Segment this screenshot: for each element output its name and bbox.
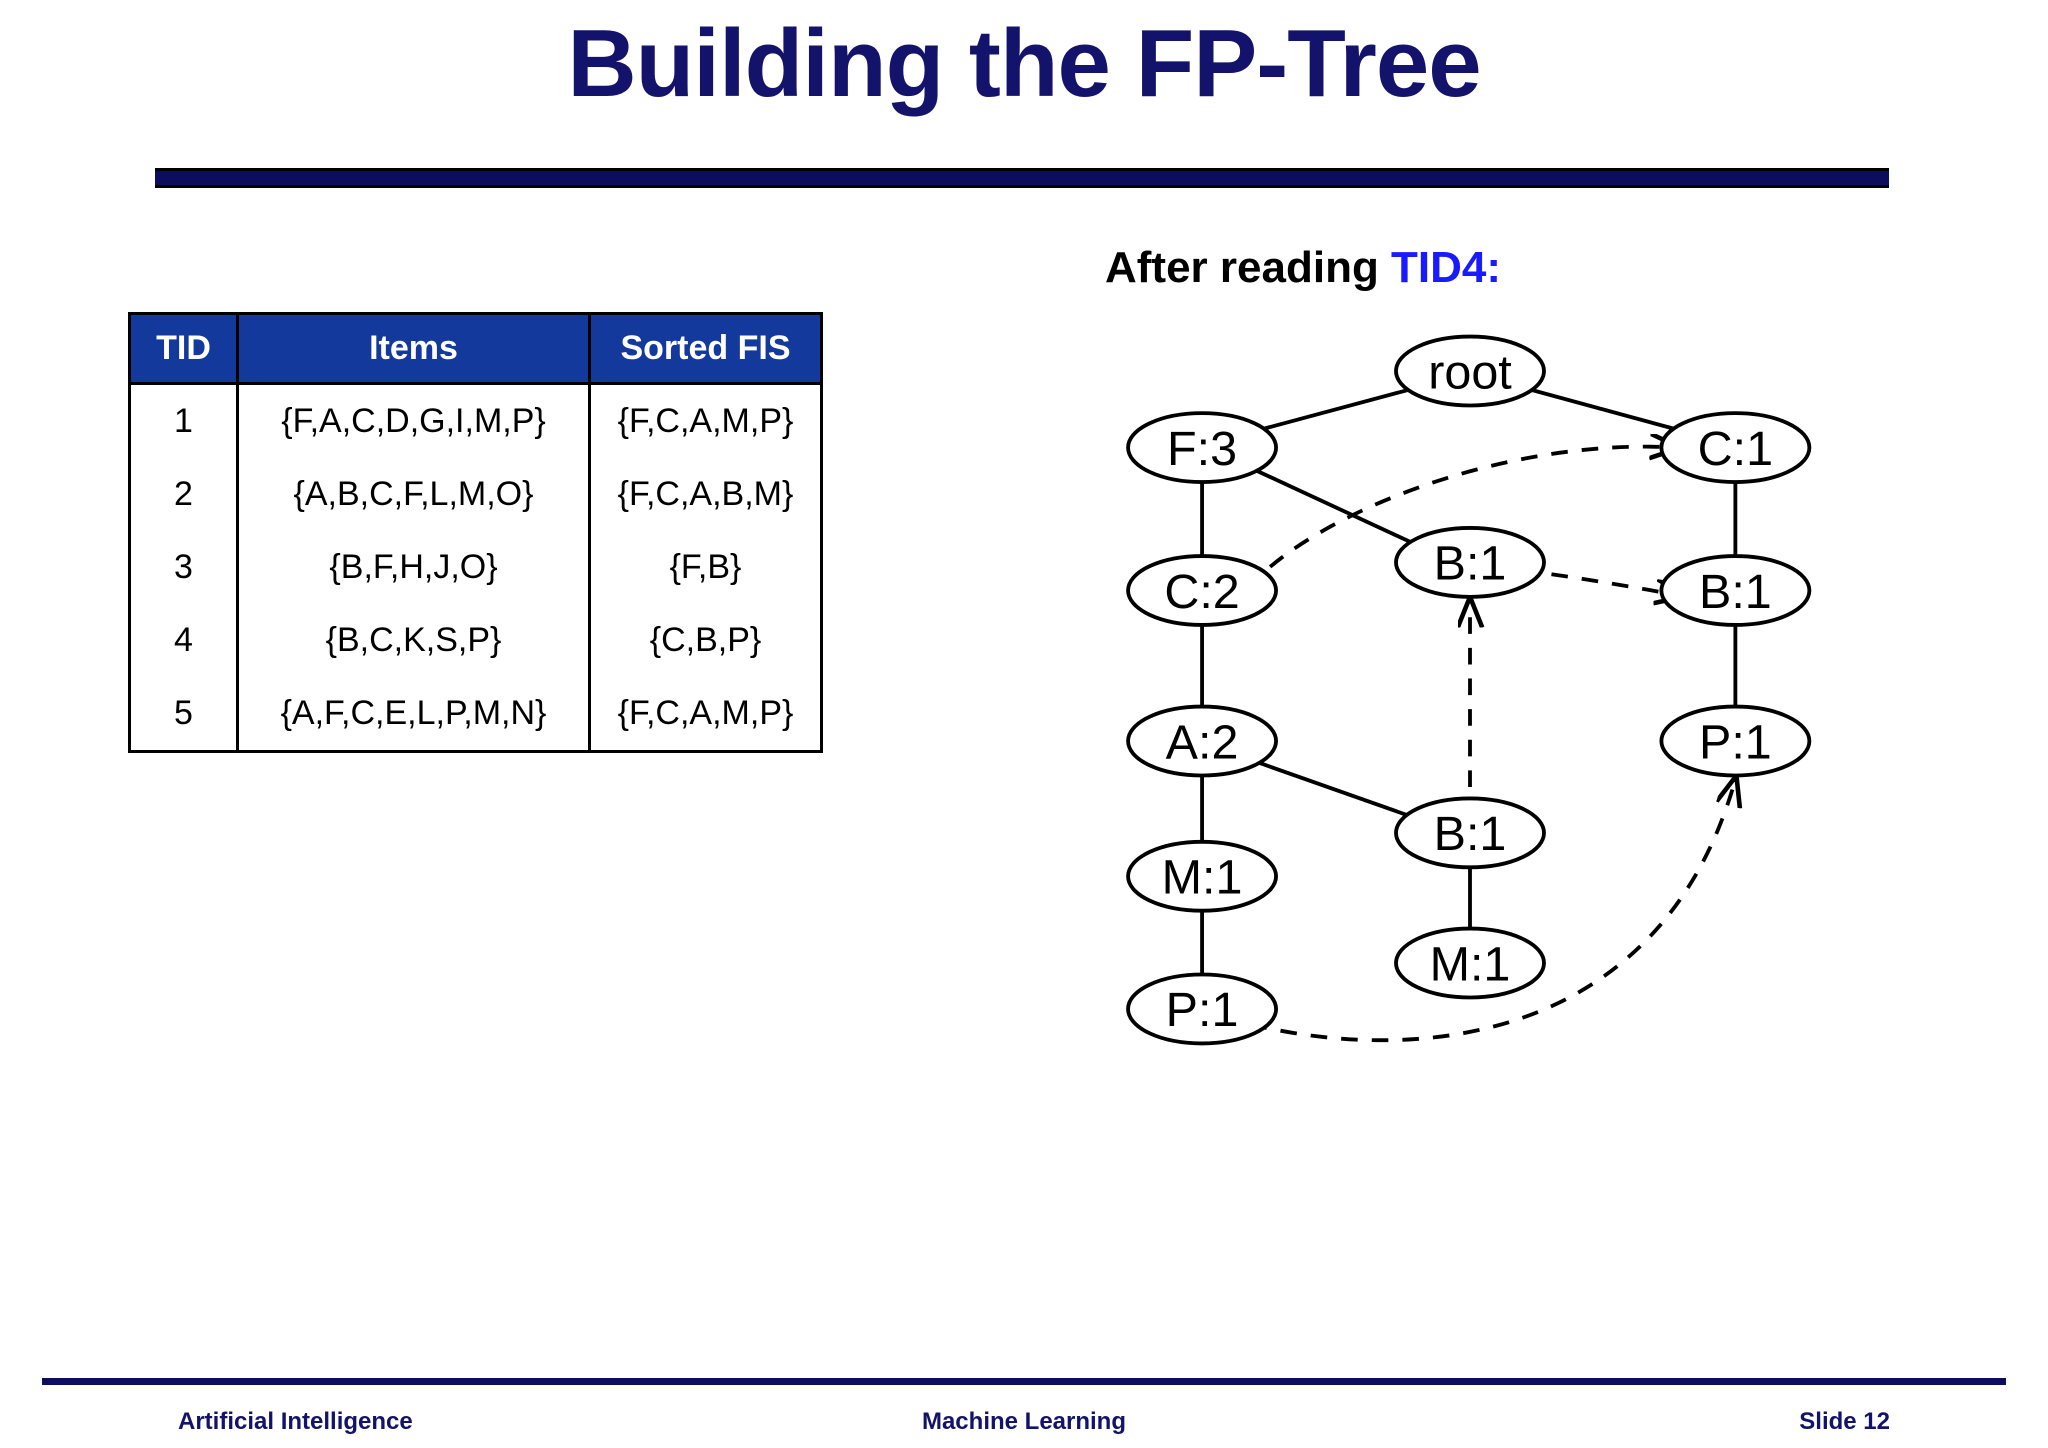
- node-label-c1-right: C:1: [1698, 422, 1773, 476]
- cell-tid: 3: [128, 531, 239, 604]
- tree-edge-a2-b1low: [1247, 757, 1423, 822]
- cell-items: {A,B,C,F,L,M,O}: [236, 458, 591, 531]
- tree-caption: After reading TID4:: [1105, 243, 1501, 293]
- node-link-group: [1246, 447, 1736, 1043]
- node-label-p1-left: P:1: [1166, 983, 1239, 1037]
- b-node-link: [1520, 568, 1682, 596]
- cell-tid: 4: [128, 604, 239, 677]
- fp-node-b1-lower[interactable]: B:1: [1394, 796, 1546, 870]
- node-label-p1-right: P:1: [1699, 715, 1772, 769]
- node-label-b1-lower: B:1: [1434, 807, 1507, 861]
- node-shape-a2: [1126, 704, 1278, 778]
- table-row: 1 {F,A,C,D,G,I,M,P} {F,C,A,M,P}: [128, 383, 823, 458]
- transactions-table: TID Items Sorted FIS 1 {F,A,C,D,G,I,M,P}…: [128, 312, 823, 753]
- cell-sorted-fis: {F,C,A,B,M}: [588, 458, 823, 531]
- node-label-m1-middle: M:1: [1430, 937, 1511, 991]
- cell-items: {A,F,C,E,L,P,M,N}: [236, 677, 591, 753]
- fp-tree-diagram: root F:3 C:1 B:1 C:2 B:1 A:2 P:1: [1126, 334, 1812, 1046]
- table-header-row: TID Items Sorted FIS: [128, 312, 823, 385]
- page-title: Building the FP-Tree: [567, 10, 1481, 117]
- tree-node-group: root F:3 C:1 B:1 C:2 B:1 A:2 P:1: [1126, 334, 1812, 1046]
- fp-node-c2[interactable]: C:2: [1126, 554, 1278, 627]
- cell-tid: 1: [128, 383, 239, 458]
- footer-topic-name: Machine Learning: [921, 1408, 1127, 1435]
- table-row: 3 {B,F,H,J,O} {F,B}: [128, 531, 823, 604]
- node-shape-m1-left: [1126, 839, 1278, 913]
- fp-node-c1-right[interactable]: C:1: [1659, 411, 1812, 484]
- cell-items: {B,F,H,J,O}: [236, 531, 591, 604]
- cell-sorted-fis: {F,C,A,M,P}: [588, 383, 823, 458]
- column-header-tid: TID: [128, 312, 239, 385]
- footer-course-name: Artificial Intelligence: [178, 1408, 413, 1435]
- tree-edge-root-c1: [1517, 384, 1688, 435]
- tree-edge-root-f3: [1250, 384, 1423, 435]
- cell-sorted-fis: {F,C,A,M,P}: [588, 677, 823, 753]
- footer-slide-number: Slide 12: [1799, 1408, 1890, 1435]
- title-divider-bar: [155, 168, 1889, 188]
- node-shape-b1-lower: [1394, 796, 1546, 870]
- node-shape-m1-middle: [1394, 926, 1546, 1000]
- fp-node-p1-left[interactable]: P:1: [1126, 972, 1278, 1046]
- node-shape-b1-middle: [1394, 526, 1546, 599]
- fp-node-p1-right[interactable]: P:1: [1659, 704, 1812, 778]
- node-label-b1-middle: B:1: [1434, 537, 1507, 591]
- node-shape-f3: [1126, 411, 1278, 484]
- c-node-link: [1246, 447, 1677, 590]
- tree-edge-f3-b1mid: [1247, 464, 1423, 549]
- cell-tid: 5: [128, 677, 239, 753]
- fp-node-a2[interactable]: A:2: [1126, 704, 1278, 778]
- node-label-c2: C:2: [1164, 565, 1239, 619]
- node-label-a2: A:2: [1166, 715, 1239, 769]
- cell-sorted-fis: {C,B,P}: [588, 604, 823, 677]
- tree-caption-prefix: After reading: [1105, 243, 1392, 292]
- node-shape-p1-right: [1659, 704, 1812, 778]
- fp-node-m1-left[interactable]: M:1: [1126, 839, 1278, 913]
- fp-node-b1-right[interactable]: B:1: [1659, 554, 1812, 627]
- node-shape-c1-right: [1659, 411, 1812, 484]
- fp-node-root[interactable]: root: [1394, 334, 1546, 408]
- column-header-items: Items: [236, 312, 591, 385]
- fp-node-b1-middle[interactable]: B:1: [1394, 526, 1546, 599]
- node-shape-p1-left: [1126, 972, 1278, 1046]
- cell-sorted-fis: {F,B}: [588, 531, 823, 604]
- node-label-b1-right: B:1: [1699, 565, 1772, 619]
- node-label-root: root: [1428, 345, 1512, 399]
- node-shape-root: [1394, 334, 1546, 408]
- tree-edge-group: [1200, 384, 1738, 979]
- table-row: 5 {A,F,C,E,L,P,M,N} {F,C,A,M,P}: [128, 677, 823, 753]
- node-shape-c2: [1126, 554, 1278, 627]
- footer-divider: [42, 1378, 2006, 1385]
- node-label-f3: F:3: [1167, 422, 1237, 476]
- table-row: 2 {A,B,C,F,L,M,O} {F,C,A,B,M}: [128, 458, 823, 531]
- cell-items: {B,C,K,S,P}: [236, 604, 591, 677]
- table-row: 4 {B,C,K,S,P} {C,B,P}: [128, 604, 823, 677]
- column-header-sorted-fis: Sorted FIS: [588, 312, 823, 385]
- fp-node-f3[interactable]: F:3: [1126, 411, 1278, 484]
- cell-tid: 2: [128, 458, 239, 531]
- node-shape-b1-right: [1659, 554, 1812, 627]
- p-node-link: [1250, 779, 1736, 1043]
- fp-node-m1-middle[interactable]: M:1: [1394, 926, 1546, 1000]
- node-label-m1-left: M:1: [1162, 851, 1243, 905]
- cell-items: {F,A,C,D,G,I,M,P}: [236, 383, 591, 458]
- tree-caption-tid: TID4:: [1391, 243, 1502, 292]
